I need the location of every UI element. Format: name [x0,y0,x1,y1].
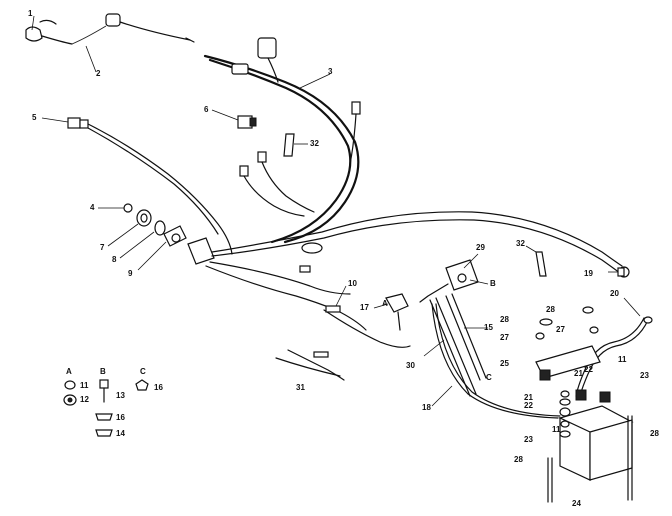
part-main-harness-3 [203,37,361,244]
callout-6: 6 [204,105,209,114]
callout-1: 1 [28,9,33,18]
callout-30: 30 [406,361,415,370]
part-junction-block [187,211,625,331]
callout-25: 25 [500,359,509,368]
part-cable-31 [275,349,345,381]
leader-lines [31,15,641,407]
callout-5: 5 [32,113,37,122]
part-socket-9 [163,225,187,247]
callout-B-legend: B [100,367,106,376]
callout-11-legend: 11 [80,381,89,390]
part-hardware-4-7-8 [123,203,166,236]
callout-18: 18 [422,403,431,412]
callout-28-right: 28 [650,429,659,438]
part-sleeve-32-upper [283,133,295,157]
callout-23-right: 23 [640,371,649,380]
part-fasteners-27-28 [535,306,599,340]
callout-7: 7 [100,243,105,252]
legend-hardware [63,379,149,437]
part-washer-stack [559,390,571,438]
callout-3: 3 [328,67,333,76]
callout-8: 8 [112,255,117,264]
part-switch-17 [385,293,409,331]
part-wire-2 [71,13,195,45]
callout-19: 19 [584,269,593,278]
part-cable-20 [575,316,653,397]
callout-21-stack: 21 [524,393,533,402]
callout-27-right: 27 [556,325,565,334]
callout-23-stack: 23 [524,435,533,444]
callout-2: 2 [96,69,101,78]
callout-labels: 1 2 3 4 5 6 7 8 9 10 11 11 11 12 13 14 1… [28,9,659,508]
part-wire-10 [323,305,411,348]
callout-20: 20 [610,289,619,298]
callout-28-bottom: 28 [514,455,523,464]
callout-15: 15 [484,323,493,332]
callout-29: 29 [476,243,485,252]
callout-28-top: 28 [546,305,555,314]
part-switch-6 [237,115,257,129]
callout-A-diagram: A [382,299,388,308]
part-cable-18 [431,303,561,419]
part-sleeve-32-right [535,251,547,277]
part-solenoid-29 [419,259,479,303]
callout-4: 4 [90,203,95,212]
part-connector-5 [67,117,233,255]
callout-11-stack: 11 [552,425,561,434]
part-battery-24 [558,389,634,481]
callout-B-diagram: B [490,279,496,288]
callout-10: 10 [348,279,357,288]
callout-27-left: 27 [500,333,509,342]
callout-22-stack: 22 [524,401,533,410]
part-bracket-25 [535,345,601,381]
callout-22-top: 22 [584,365,593,374]
callout-A-legend: A [66,367,72,376]
callout-11-right: 11 [618,355,627,364]
part-bracket-30-15 [429,293,487,397]
callout-17: 17 [360,303,369,312]
harness-branch-connectors [239,151,315,217]
callout-24: 24 [572,499,581,508]
callout-32-upper: 32 [310,139,319,148]
callout-16-c: 16 [154,383,163,392]
callout-C-diagram: C [486,373,492,382]
part-lamp-1 [25,19,73,45]
callout-C-legend: C [140,367,146,376]
callout-21-top: 21 [574,369,583,378]
callout-28-left: 28 [500,315,509,324]
callout-16-legend: 16 [116,413,125,422]
callout-9: 9 [128,269,133,278]
part-19 [617,266,630,278]
part-rods-28 [547,415,633,503]
callout-12: 12 [80,395,89,404]
callout-32-right: 32 [516,239,525,248]
callout-14: 14 [116,429,125,438]
callout-31: 31 [296,383,305,392]
callout-13: 13 [116,391,125,400]
